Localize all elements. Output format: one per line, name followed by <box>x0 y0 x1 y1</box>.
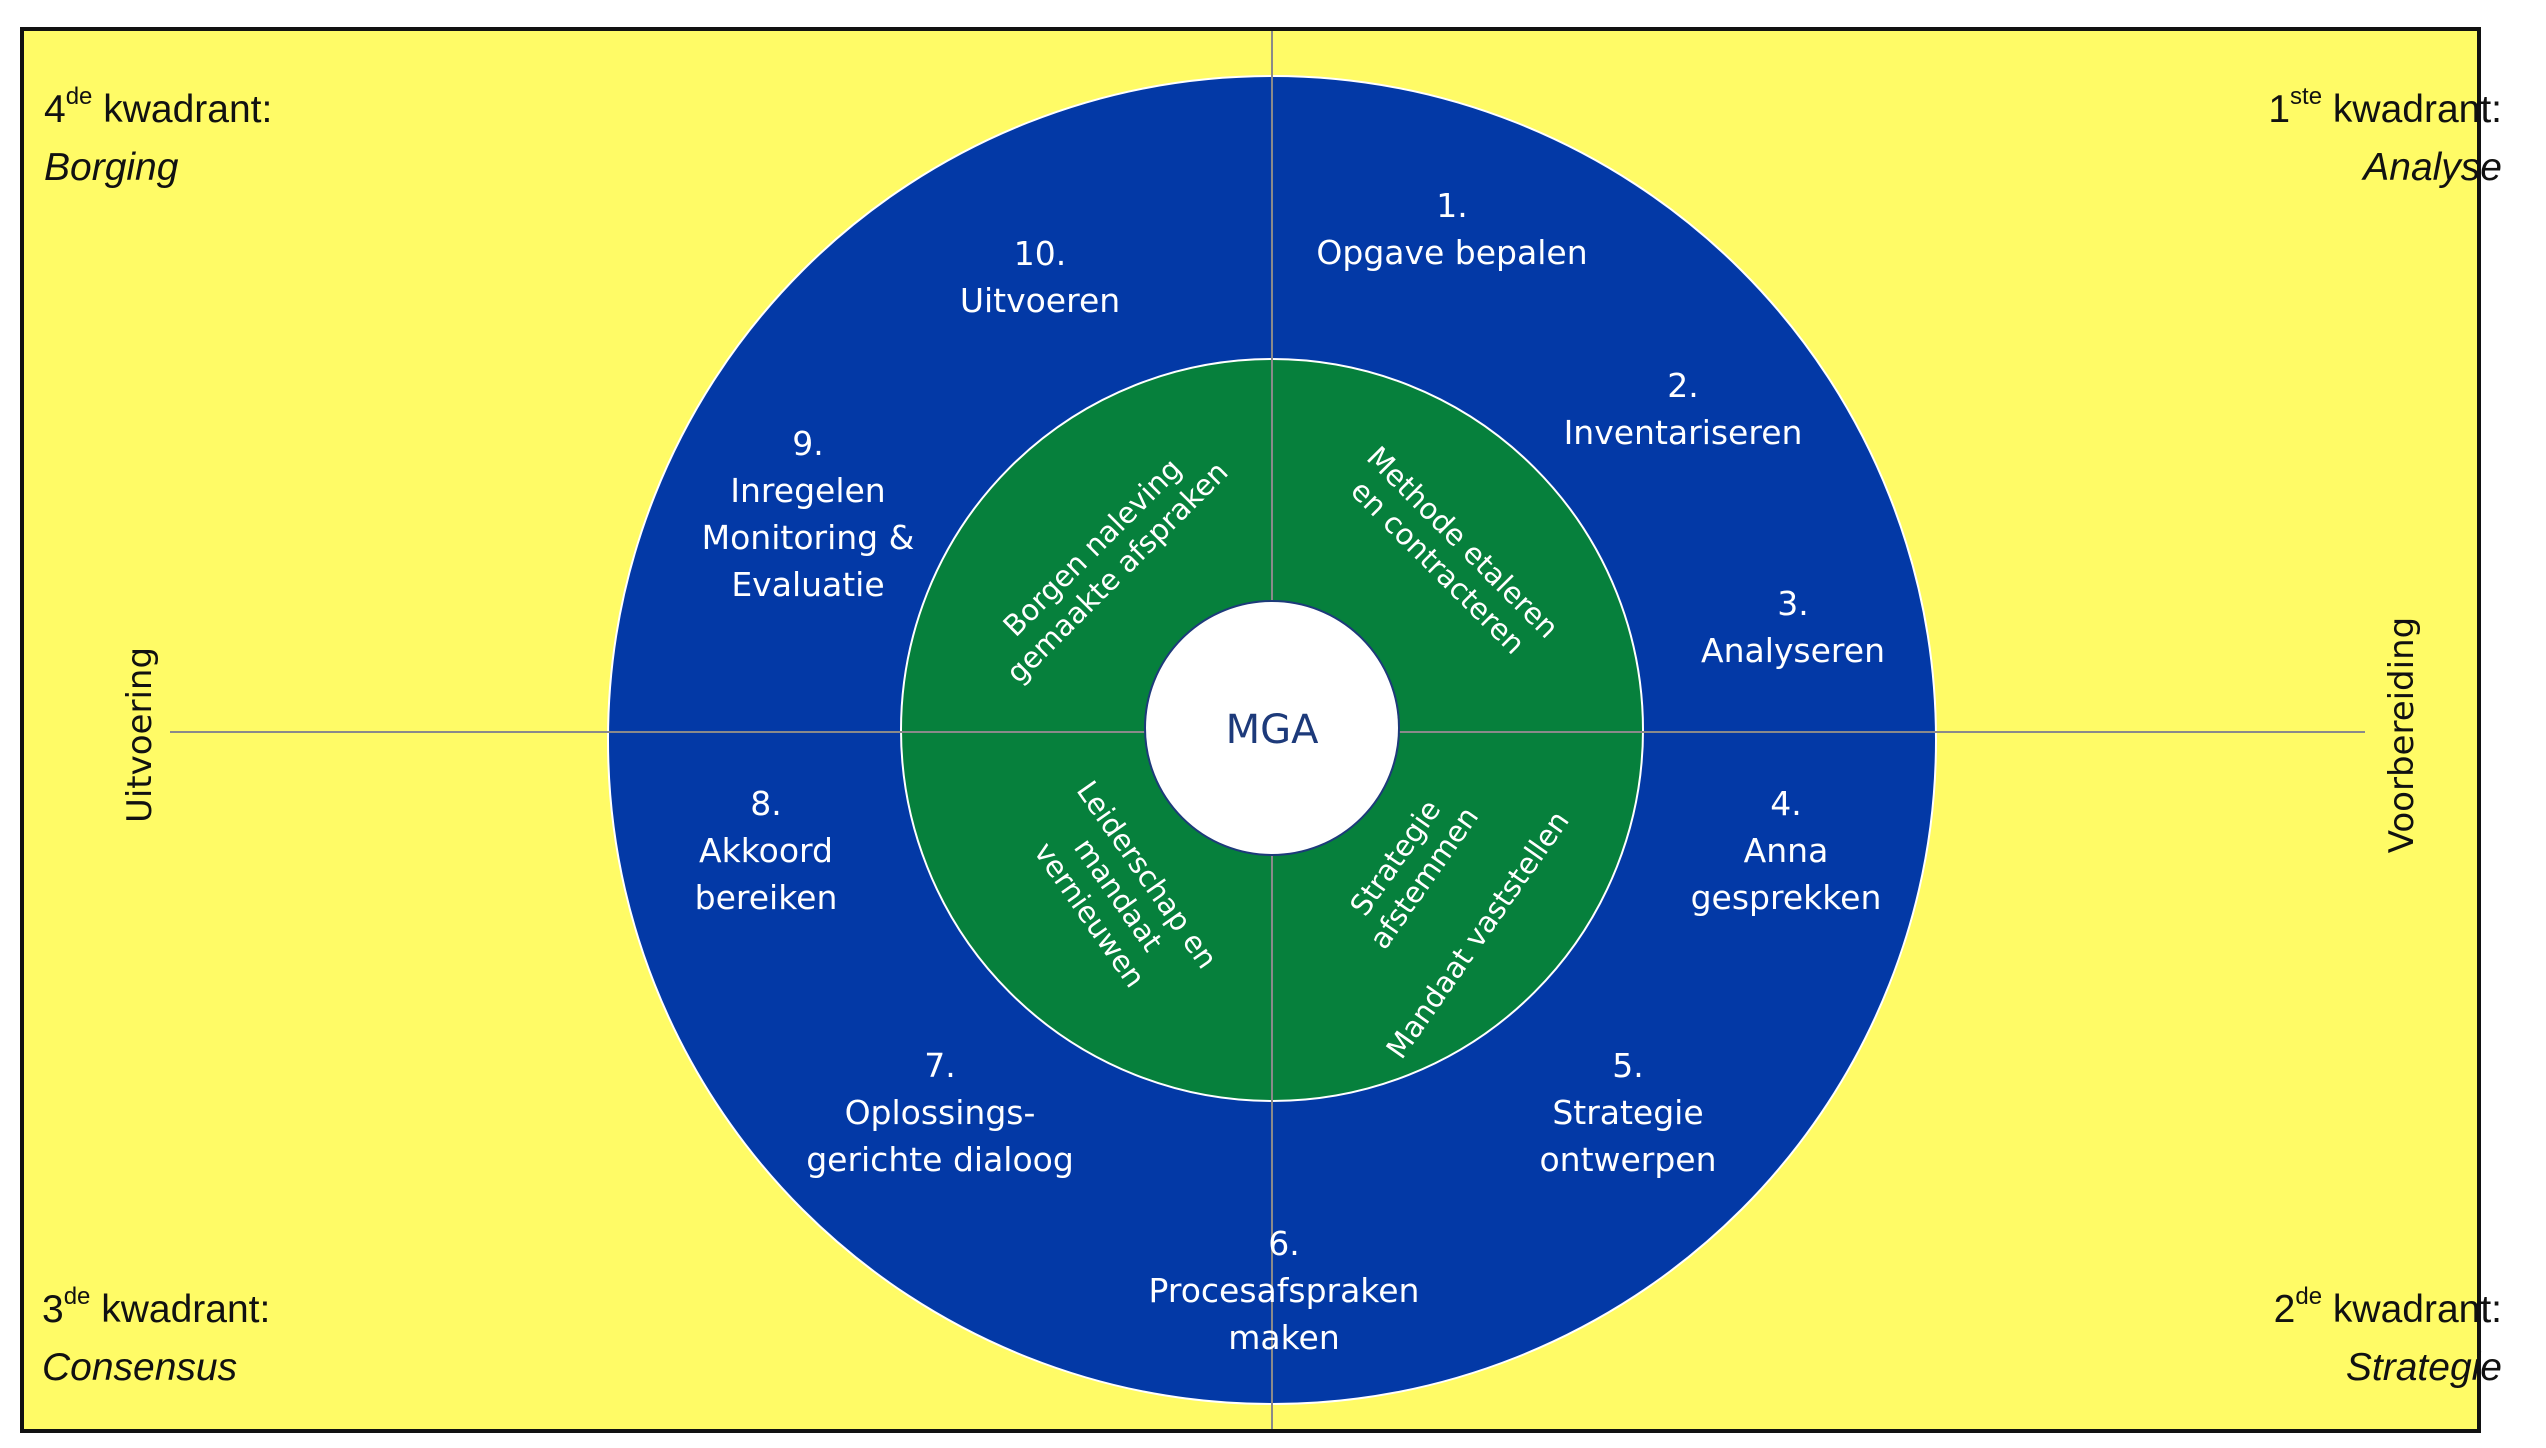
step-3: 3. Analyseren <box>1701 580 1885 674</box>
step-label: ontwerpen <box>1539 1140 1717 1179</box>
step-number: 10. <box>1013 234 1067 273</box>
quadrant-word: kwadrant: <box>2332 1288 2502 1331</box>
step-5: 5. Strategie ontwerpen <box>1539 1042 1716 1183</box>
step-label: Strategie <box>1552 1093 1704 1132</box>
step-number: 5. <box>1612 1046 1644 1085</box>
step-label: Procesafspraken <box>1148 1271 1420 1310</box>
quadrant-word: kwadrant: <box>2332 88 2502 131</box>
axis-label-voorbereiding: Voorbereiding <box>2382 616 2422 854</box>
step-label: maken <box>1228 1318 1340 1357</box>
step-label: Anna <box>1743 831 1829 870</box>
step-1: 1. Opgave bepalen <box>1316 182 1587 276</box>
center-label: MGA <box>1225 707 1319 753</box>
step-10: 10. Uitvoeren <box>960 230 1120 324</box>
step-label: bereiken <box>694 878 838 917</box>
step-7: 7. Oplossings- gerichte dialoog <box>806 1042 1074 1183</box>
step-8: 8. Akkoord bereiken <box>695 780 838 921</box>
quadrant-name: Borging <box>44 146 179 189</box>
step-label: Evaluatie <box>731 565 885 604</box>
quadrant-4-label: 4de kwadrant: Borging <box>44 72 272 197</box>
step-number: 2. <box>1667 366 1699 405</box>
step-4: 4. Anna gesprekken <box>1691 780 1882 921</box>
step-label: Analyseren <box>1701 631 1885 670</box>
step-number: 3. <box>1777 584 1809 623</box>
step-number: 1. <box>1436 186 1468 225</box>
step-label: Inregelen <box>730 471 886 510</box>
quadrant-word: kwadrant: <box>103 88 273 131</box>
step-number: 4. <box>1770 784 1802 823</box>
quadrant-name: Consensus <box>42 1346 238 1389</box>
step-label: gerichte dialoog <box>806 1140 1074 1179</box>
step-label: Monitoring & <box>701 518 915 557</box>
step-label: gesprekken <box>1690 878 1882 917</box>
quadrant-name: Strategie <box>2345 1346 2502 1389</box>
step-label: Uitvoeren <box>959 281 1121 320</box>
step-6: 6. Procesafspraken maken <box>1149 1220 1420 1361</box>
quadrant-suffix: de <box>65 83 93 110</box>
step-number: 6. <box>1268 1224 1300 1263</box>
quadrant-1-label: 1ste kwadrant: Analyse <box>2268 72 2502 197</box>
axis-label-uitvoering: Uitvoering <box>120 646 160 824</box>
center-circle <box>1144 600 1400 856</box>
quadrant-3-label: 3de kwadrant: Consensus <box>42 1272 270 1397</box>
step-number: 9. <box>792 424 824 463</box>
quadrant-suffix: de <box>63 1283 91 1310</box>
step-label: Oplossings- <box>844 1093 1036 1132</box>
quadrant-name: Analyse <box>2363 146 2502 189</box>
quadrant-suffix: ste <box>2290 83 2323 110</box>
quadrant-number: 2 <box>2273 1288 2296 1331</box>
quadrant-number: 1 <box>2268 88 2291 131</box>
quadrant-number: 3 <box>42 1288 64 1331</box>
step-number: 7. <box>924 1046 956 1085</box>
quadrant-word: kwadrant: <box>101 1288 271 1331</box>
step-label: Inventariseren <box>1563 413 1803 452</box>
quadrant-2-label: 2de kwadrant: Strategie <box>2274 1272 2502 1397</box>
step-number: 8. <box>750 784 782 823</box>
step-label: Opgave bepalen <box>1316 233 1588 272</box>
step-label: Akkoord <box>699 831 833 870</box>
step-9: 9. Inregelen Monitoring & Evaluatie <box>702 420 915 608</box>
quadrant-suffix: de <box>2295 1283 2323 1310</box>
step-2: 2. Inventariseren <box>1564 362 1803 456</box>
quadrant-number: 4 <box>44 88 66 131</box>
